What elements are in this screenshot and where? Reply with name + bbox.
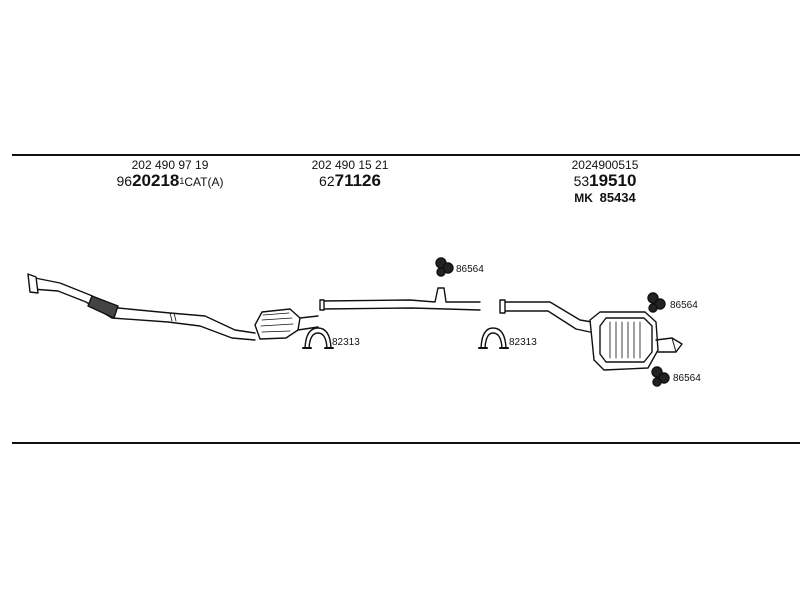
clamp-icon (302, 327, 334, 349)
part-code-prefix: 62 (319, 173, 335, 189)
clamp-icon (478, 327, 509, 349)
part-code-prefix: 53 (573, 173, 590, 189)
part-code: 5319510 (545, 172, 665, 190)
middle-pipe (319, 287, 481, 311)
part-front-catalyst: 202 490 97 19 96202181CAT(A) (95, 158, 245, 191)
part-rear-silencer: 2024900515 5319510 MK 85434 (545, 158, 665, 205)
oe-number: 202 490 15 21 (311, 158, 389, 172)
mounting-kit-prefix: MK (574, 191, 593, 205)
clamp-label: 82313 (332, 337, 360, 348)
rear-silencer (499, 299, 683, 371)
part-code-number: 71126 (334, 171, 381, 190)
rubber-mount-label: 86564 (456, 264, 484, 275)
part-code-suffix: CAT(A) (184, 175, 224, 189)
top-divider (12, 154, 800, 156)
part-code-number: 19510 (589, 171, 637, 190)
mounting-kit-number: 85434 (599, 190, 636, 205)
part-code-prefix: 96 (116, 173, 133, 189)
part-code-number: 20218 (132, 171, 180, 190)
rubber-mount-label: 86564 (673, 373, 701, 384)
oe-number: 2024900515 (571, 158, 639, 172)
rubber-mount-icon (647, 292, 666, 313)
part-code: 6271126 (290, 172, 410, 190)
part-code: 96202181CAT(A) (95, 172, 245, 191)
mounting-kit: MK 85434 (545, 190, 665, 205)
rubber-mount-icon (651, 366, 670, 387)
clamp-label: 82313 (509, 337, 537, 348)
front-pipe-catalyst (27, 273, 319, 341)
oe-number: 202 490 97 19 (131, 158, 209, 172)
part-middle-pipe: 202 490 15 21 6271126 (290, 158, 410, 190)
part-code-sup: 1 (179, 176, 185, 186)
bottom-divider (12, 442, 800, 444)
rubber-mount-label: 86564 (670, 300, 698, 311)
rubber-mount-icon (435, 257, 454, 277)
